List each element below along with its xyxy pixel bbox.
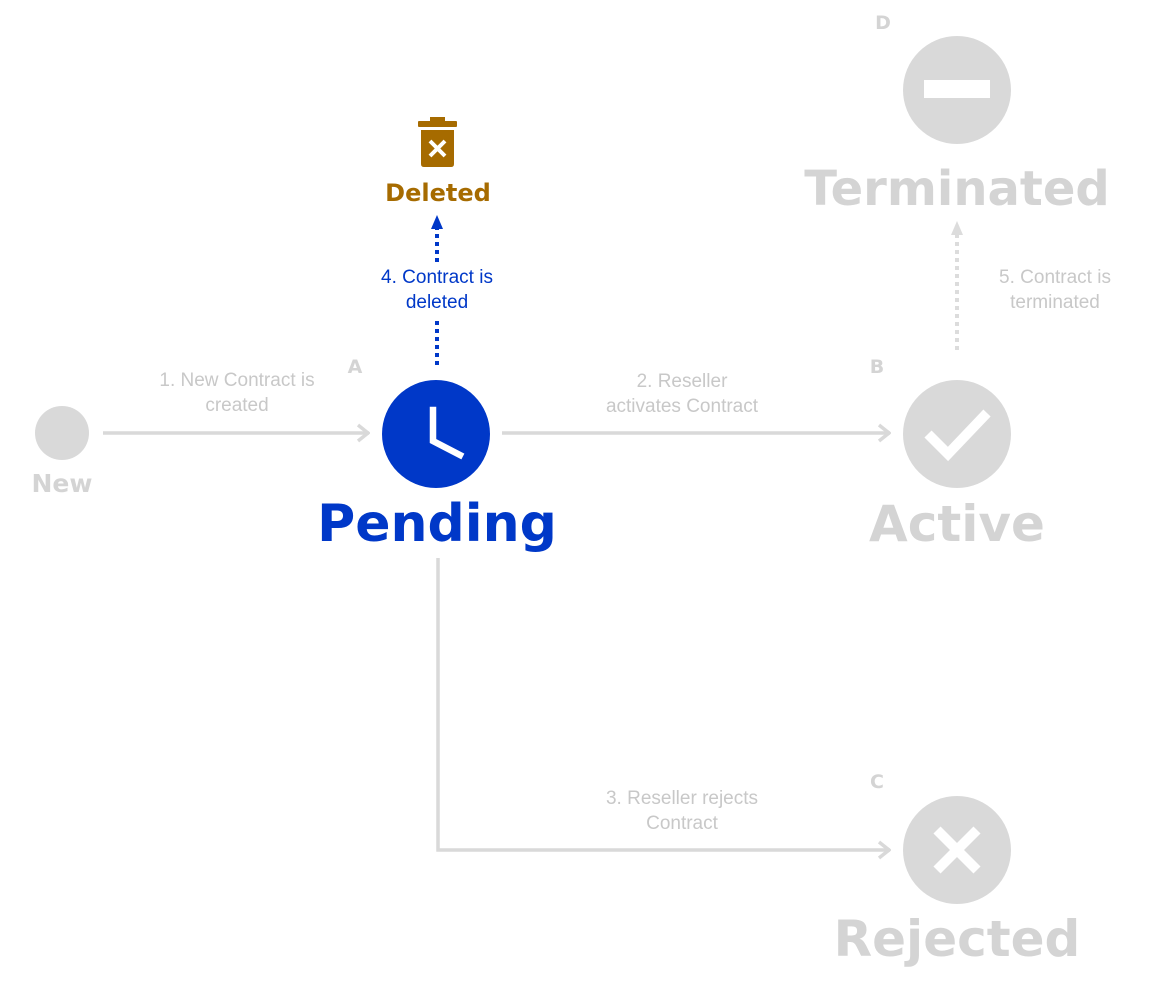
state-terminated: D Terminated — [804, 12, 1109, 217]
edge-label-3-line2: Contract — [646, 813, 719, 834]
state-rejected-letter: C — [870, 771, 884, 793]
edge-label-4-line2: deleted — [406, 292, 468, 313]
state-rejected: C Rejected — [834, 771, 1081, 968]
state-pending: A Pending — [317, 356, 557, 554]
state-deleted-label: Deleted — [385, 179, 491, 207]
trash-icon — [418, 117, 457, 167]
edge-label-5: 5. Contract is terminated — [999, 267, 1111, 313]
edge-label-2-line1: 2. Reseller — [637, 371, 728, 392]
edge-label-5-line2: terminated — [1010, 292, 1100, 313]
edge-label-3-line1: 3. Reseller rejects — [606, 788, 758, 809]
edge-label-1-line2: created — [205, 395, 268, 416]
x-icon — [903, 796, 1011, 904]
state-pending-letter: A — [348, 356, 363, 378]
edge-label-4-line1: 4. Contract is — [381, 267, 493, 288]
state-active: B Active — [869, 356, 1045, 553]
clock-icon — [382, 380, 490, 488]
edge-label-3: 3. Reseller rejects Contract — [606, 788, 758, 834]
state-active-label: Active — [869, 495, 1045, 553]
edge-label-1: 1. New Contract is created — [159, 370, 314, 416]
edge-label-1-line1: 1. New Contract is — [159, 370, 314, 391]
edge-pending-to-rejected — [436, 558, 890, 850]
state-new-label: New — [32, 469, 93, 498]
edge-label-2-line2: activates Contract — [606, 396, 759, 417]
state-terminated-letter: D — [875, 12, 891, 34]
dot-icon — [35, 406, 89, 460]
edge-label-5-line1: 5. Contract is — [999, 267, 1111, 288]
minus-icon — [903, 36, 1011, 144]
check-icon — [903, 380, 1011, 488]
state-rejected-label: Rejected — [834, 910, 1081, 968]
edge-label-2: 2. Reseller activates Contract — [606, 371, 759, 417]
edge-label-4: 4. Contract is deleted — [381, 267, 493, 313]
state-active-letter: B — [870, 356, 884, 378]
state-new: New — [32, 406, 93, 498]
state-pending-label: Pending — [317, 494, 557, 554]
state-deleted: Deleted — [385, 117, 491, 207]
state-terminated-label: Terminated — [804, 161, 1109, 217]
